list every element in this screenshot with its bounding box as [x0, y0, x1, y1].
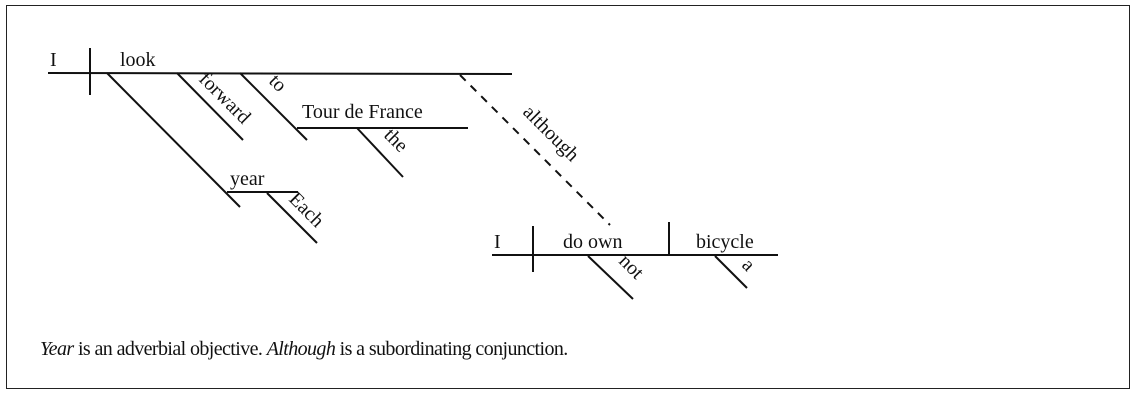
although-dashed-line: [459, 74, 611, 226]
caption: Year is an adverbial objective. Although…: [40, 338, 568, 361]
forward-diagonal: [176, 72, 244, 141]
caption-text-2: is a subordinating conjunction.: [335, 338, 569, 360]
caption-although: Although: [266, 338, 336, 360]
sub-verb: do own: [563, 231, 622, 253]
sub-subject: I: [494, 231, 501, 253]
adverbial-objective: year: [230, 168, 265, 190]
not-diagonal: [587, 255, 634, 300]
year-diagonal: [106, 72, 241, 208]
caption-text-1: is an adverbial objective.: [73, 338, 267, 360]
main-baseline: [47, 72, 513, 75]
forward-modifier: forward: [194, 68, 254, 128]
diagram-frame: [6, 5, 1130, 389]
a-diagonal: [714, 255, 748, 289]
to-diagonal: [239, 72, 308, 141]
the-diagonal: [356, 127, 404, 178]
each-modifier: Each: [284, 188, 328, 232]
object-of-preposition: Tour de France: [302, 101, 423, 123]
main-subject: I: [50, 49, 57, 71]
caption-year: Year: [40, 338, 74, 360]
each-diagonal: [266, 192, 318, 244]
sub-object: bicycle: [696, 231, 754, 253]
main-verb: look: [120, 49, 156, 71]
connector-although: although: [518, 101, 583, 166]
article-a: a: [737, 254, 759, 276]
